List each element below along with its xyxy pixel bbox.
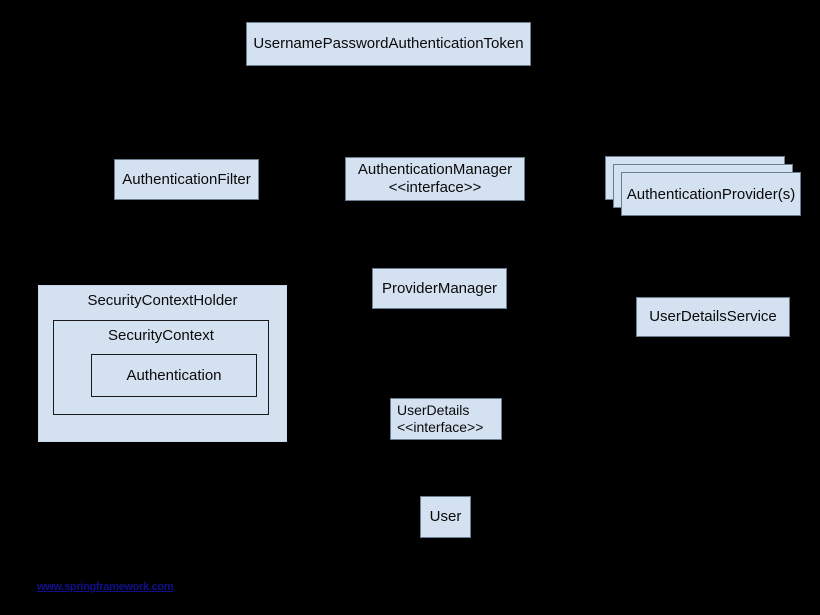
node-username-password-authentication-token[interactable]: UsernamePasswordAuthenticationToken (246, 22, 531, 66)
footer-website-link[interactable]: www.springframework.com (37, 581, 174, 593)
group-security-context[interactable]: SecurityContext Authentication (53, 320, 269, 415)
node-authentication-manager[interactable]: AuthenticationManager <<interface>> (345, 157, 525, 201)
security-context-holder-label: SecurityContextHolder (87, 292, 238, 309)
node-authentication[interactable]: Authentication (91, 354, 257, 397)
node-user-details[interactable]: UserDetails <<interface>> (390, 398, 502, 440)
node-authentication-provider-label[interactable]: AuthenticationProvider(s) (621, 172, 801, 216)
node-provider-manager[interactable]: ProviderManager (372, 268, 507, 309)
node-authentication-filter[interactable]: AuthenticationFilter (114, 159, 259, 200)
security-context-label: SecurityContext (108, 327, 214, 344)
node-authentication-providers-stack[interactable]: AuthenticationProvider(s) (605, 156, 801, 218)
node-user-details-service[interactable]: UserDetailsService (636, 297, 790, 337)
group-security-context-holder[interactable]: SecurityContextHolder SecurityContext Au… (38, 285, 287, 442)
node-user[interactable]: User (420, 496, 471, 538)
